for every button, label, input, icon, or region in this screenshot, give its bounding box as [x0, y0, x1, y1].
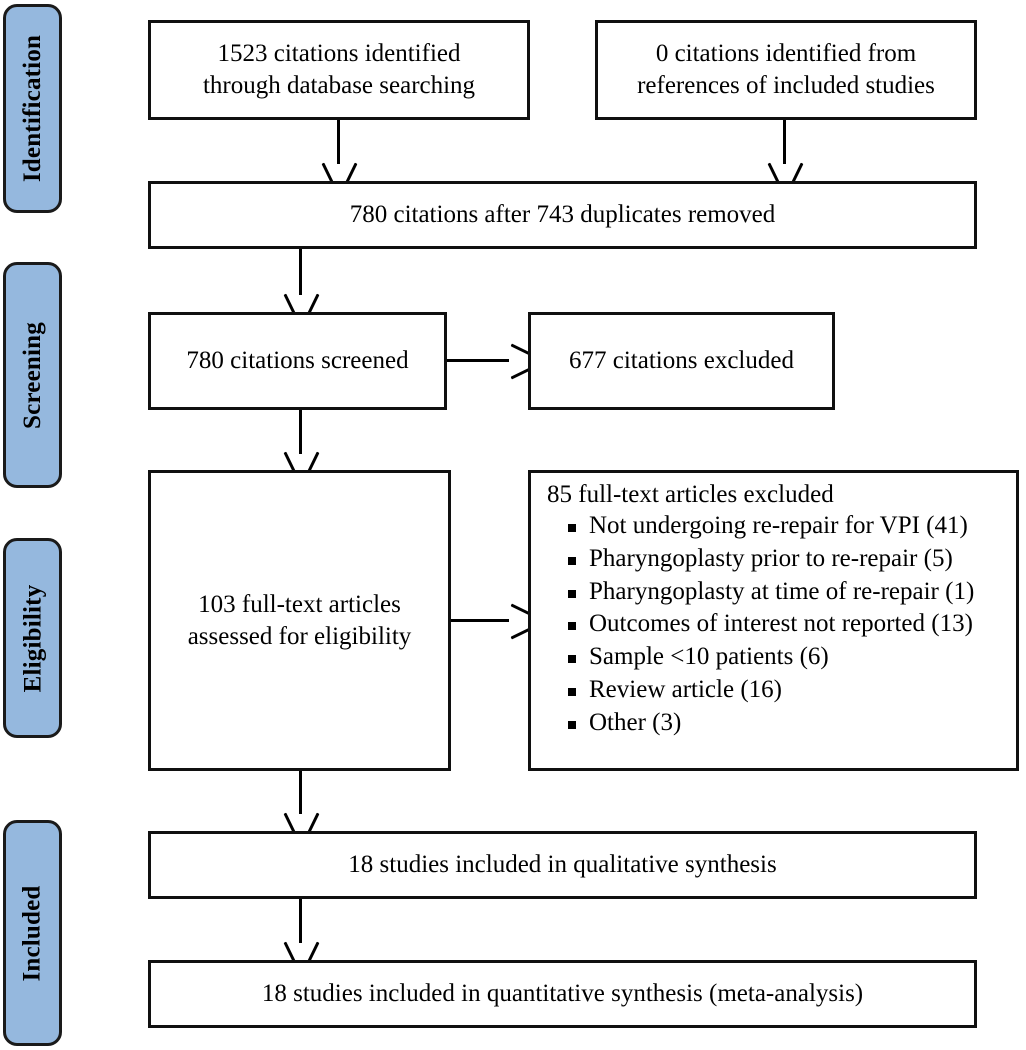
stage-pill-included: Included	[3, 820, 62, 1046]
connector-qualitative-to-quantitative	[299, 899, 302, 943]
citations-screened-line1: 780 citations screened	[186, 347, 409, 374]
stage-pill-eligibility: Eligibility	[3, 538, 62, 738]
citations-excluded-line1: 677 citations excluded	[569, 347, 794, 374]
connector-reference-to-duplicates	[783, 120, 786, 164]
box-citations-screened: 780 citations screened	[148, 312, 447, 410]
connector-fulltext-to-excluded	[451, 619, 509, 622]
fulltext-assessed-line2: assessed for eligibility	[187, 622, 412, 650]
fulltext-assessed-line1: 103 full-text articles	[198, 590, 401, 618]
database-search-line2: through database searching	[202, 72, 476, 99]
connector-fulltext-to-qualitative	[299, 771, 302, 814]
box-citations-excluded: 677 citations excluded	[528, 312, 835, 410]
database-search-line1: 1523 citations identified	[217, 40, 461, 67]
reference-search-line2: references of included studies	[637, 72, 935, 99]
box-fulltext-excluded: 85 full-text articles excluded Not under…	[528, 470, 1019, 771]
stage-label-screening: Screening	[19, 321, 47, 429]
connector-screened-to-excluded	[447, 359, 509, 362]
list-item: Outcomes of interest not reported (13)	[567, 608, 1006, 641]
list-item: Review article (16)	[567, 674, 1006, 707]
stage-label-included: Included	[19, 884, 46, 982]
box-duplicates-removed: 780 citations after 743 duplicates remov…	[148, 181, 977, 249]
list-item: Not undergoing re-repair for VPI (41)	[567, 510, 1006, 543]
box-quantitative-synthesis: 18 studies included in quantitative synt…	[148, 960, 977, 1028]
connector-duplicates-to-screened	[299, 249, 302, 295]
list-item: Other (3)	[567, 707, 1006, 740]
list-item: Pharyngoplasty at time of re-repair (1)	[567, 576, 1006, 609]
fulltext-excluded-reason-list: Not undergoing re-repair for VPI (41) Ph…	[547, 510, 1006, 739]
box-fulltext-assessed: 103 full-text articles assessed for elig…	[148, 470, 451, 771]
quantitative-synthesis-line1: 18 studies included in quantitative synt…	[261, 980, 864, 1007]
duplicates-removed-line1: 780 citations after 743 duplicates remov…	[349, 201, 776, 228]
list-item: Sample <10 patients (6)	[567, 641, 1006, 674]
reference-search-line1: 0 citations identified from	[655, 40, 917, 67]
stage-label-eligibility: Eligibility	[19, 584, 46, 692]
qualitative-synthesis-line1: 18 studies included in qualitative synth…	[348, 851, 777, 878]
box-qualitative-synthesis: 18 studies included in qualitative synth…	[148, 831, 977, 899]
connector-database-to-duplicates	[337, 120, 340, 164]
stage-pill-identification: Identification	[3, 4, 62, 213]
stage-pill-screening: Screening	[3, 262, 62, 488]
list-item: Pharyngoplasty prior to re-repair (5)	[567, 543, 1006, 576]
box-database-search: 1523 citations identified through databa…	[148, 20, 530, 120]
box-reference-search: 0 citations identified from references o…	[595, 20, 977, 120]
stage-label-identification: Identification	[19, 34, 46, 183]
fulltext-excluded-heading: 85 full-text articles excluded	[547, 481, 834, 508]
connector-screened-to-fulltext	[299, 410, 302, 454]
